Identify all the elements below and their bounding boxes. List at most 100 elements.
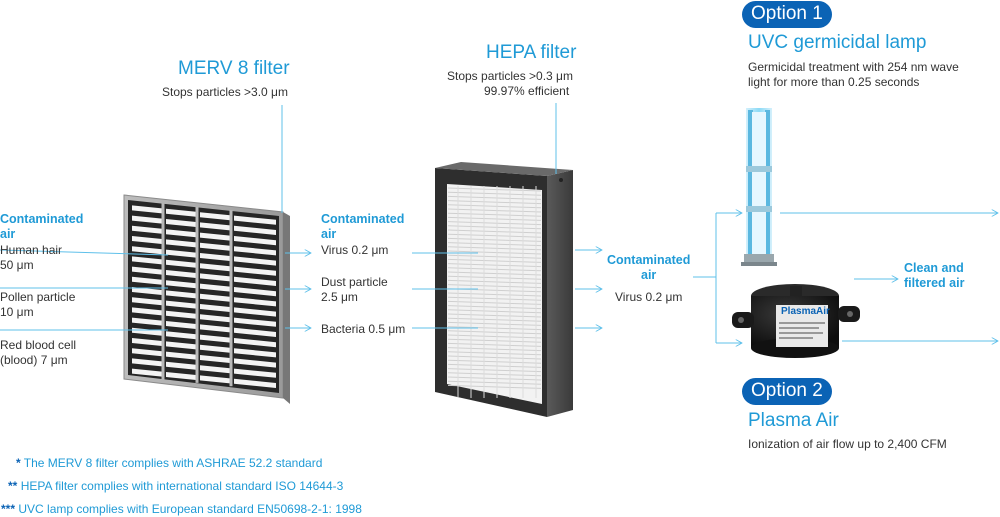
merv-slat: [132, 338, 162, 346]
hepa-pleat: [447, 305, 542, 310]
merv-slat: [234, 297, 276, 307]
stage1-item-3-line-1: Red blood cell: [0, 338, 77, 352]
hepa-pleat: [447, 216, 542, 221]
footnote-3: *** UVC lamp complies with European stan…: [1, 502, 362, 516]
hepa-pleat: [447, 372, 542, 377]
merv-slat: [132, 205, 162, 214]
merv-slat: [132, 317, 162, 326]
merv-slat: [132, 307, 162, 316]
option2-title: Plasma Air: [748, 410, 839, 431]
hepa-pleat: [447, 208, 542, 213]
stage1-item-2-line-2: 10 μm: [0, 305, 34, 319]
stage3-arrows: [575, 250, 602, 328]
merv-slat: [200, 242, 230, 251]
hepa-pleat: [447, 267, 542, 272]
footnote-2-stars: **: [8, 479, 18, 493]
hepa-pleat: [447, 225, 542, 230]
hepa-pleat: [447, 368, 542, 373]
merv-slat: [234, 246, 276, 256]
stage2-item-1-line-1: Virus 0.2 μm: [321, 243, 389, 257]
stage2-lines-into-hepa: [412, 252, 478, 329]
hepa-subtitle-1: Stops particles >0.3 μm: [447, 69, 573, 83]
stage1-heading-2: air: [0, 227, 16, 241]
hepa-pleat: [447, 321, 542, 326]
merv8-subtitle: Stops particles >3.0 μm: [162, 85, 288, 99]
hepa-pleat: [447, 363, 542, 368]
merv-slat: [200, 375, 230, 384]
merv-slat: [132, 348, 162, 357]
merv-slat: [166, 310, 196, 319]
merv-slat: [234, 317, 276, 327]
merv-slat: [132, 246, 162, 255]
hepa-pleat: [447, 237, 542, 242]
stage2-arrows: [285, 253, 311, 328]
merv-slat: [200, 263, 230, 272]
hepa-pleat: [447, 263, 542, 268]
merv-slat: [166, 208, 196, 217]
merv8-title: MERV 8 filter: [178, 58, 290, 79]
merv-slat: [234, 256, 276, 266]
stage2-heading-2: air: [321, 227, 337, 241]
merv-slat: [234, 368, 276, 378]
hepa-pleat: [447, 334, 542, 339]
hepa-pleat: [447, 221, 542, 226]
footnote-2-text: HEPA filter complies with international …: [20, 479, 344, 493]
merv-slat: [132, 256, 162, 265]
stage3-item: Virus 0.2 μm: [615, 290, 683, 304]
hepa-filter-image: [435, 162, 573, 417]
merv-slat: [234, 287, 276, 297]
stage1-item-2-line-1: Pollen particle: [0, 290, 76, 304]
merv-slat: [234, 225, 276, 235]
merv-slat: [166, 351, 196, 360]
footnote-1-stars: *: [16, 456, 21, 470]
hepa-pleat: [447, 296, 542, 301]
merv-slat: [132, 236, 162, 244]
hepa-pleat: [447, 200, 542, 205]
merv-slat: [200, 273, 230, 282]
merv-slat: [200, 334, 230, 343]
plasma-air-device-image: [732, 284, 860, 358]
footnote-3-stars: ***: [1, 502, 16, 516]
hepa-pleat: [447, 342, 542, 347]
option1-desc-2: light for more than 0.25 seconds: [748, 75, 920, 89]
merv-slat: [200, 365, 230, 374]
merv-slat: [234, 215, 276, 225]
merv-slat: [200, 293, 230, 302]
merv-slat: [166, 321, 196, 329]
merv-slat: [166, 372, 196, 380]
hepa-pleat: [447, 292, 542, 297]
merv-slat: [166, 219, 196, 227]
merv-slat: [234, 338, 276, 348]
merv-slat: [132, 266, 162, 275]
merv-slat: [234, 348, 276, 358]
hepa-pleat: [447, 317, 542, 322]
merv-slat: [132, 297, 162, 306]
footnote-1-text: The MERV 8 filter complies with ASHRAE 5…: [23, 456, 323, 470]
merv-slat: [200, 232, 230, 241]
hepa-pleat: [447, 347, 542, 352]
stage2-item-3-line-1: Bacteria 0.5 μm: [321, 322, 406, 336]
merv-slat: [234, 327, 276, 337]
merv-slat: [200, 212, 230, 221]
hepa-title: HEPA filter: [486, 42, 577, 63]
merv-slat: [166, 229, 196, 238]
hepa-pleat: [447, 242, 542, 247]
hepa-pleat: [447, 191, 542, 196]
stage1-heading-1: Contaminated: [0, 212, 84, 226]
hepa-pleat: [447, 359, 542, 364]
stage1-item-3-line-2: (blood) 7 μm: [0, 353, 68, 367]
footnote-2: ** HEPA filter complies with internation…: [8, 479, 343, 493]
stage1-item-1-line-1: Human hair: [0, 243, 63, 257]
merv-slat: [132, 225, 162, 234]
hepa-pleat: [447, 258, 542, 263]
hepa-pleat: [447, 384, 542, 389]
hepa-pleat: [447, 275, 542, 280]
merv-slat: [132, 368, 162, 377]
hepa-pleat: [447, 254, 542, 259]
merv-slat: [200, 222, 230, 231]
footnote-3-text: UVC lamp complies with European standard…: [18, 502, 362, 516]
hepa-pleat: [447, 229, 542, 234]
hepa-pleat: [447, 204, 542, 209]
option1-badge: Option 1: [742, 1, 832, 28]
